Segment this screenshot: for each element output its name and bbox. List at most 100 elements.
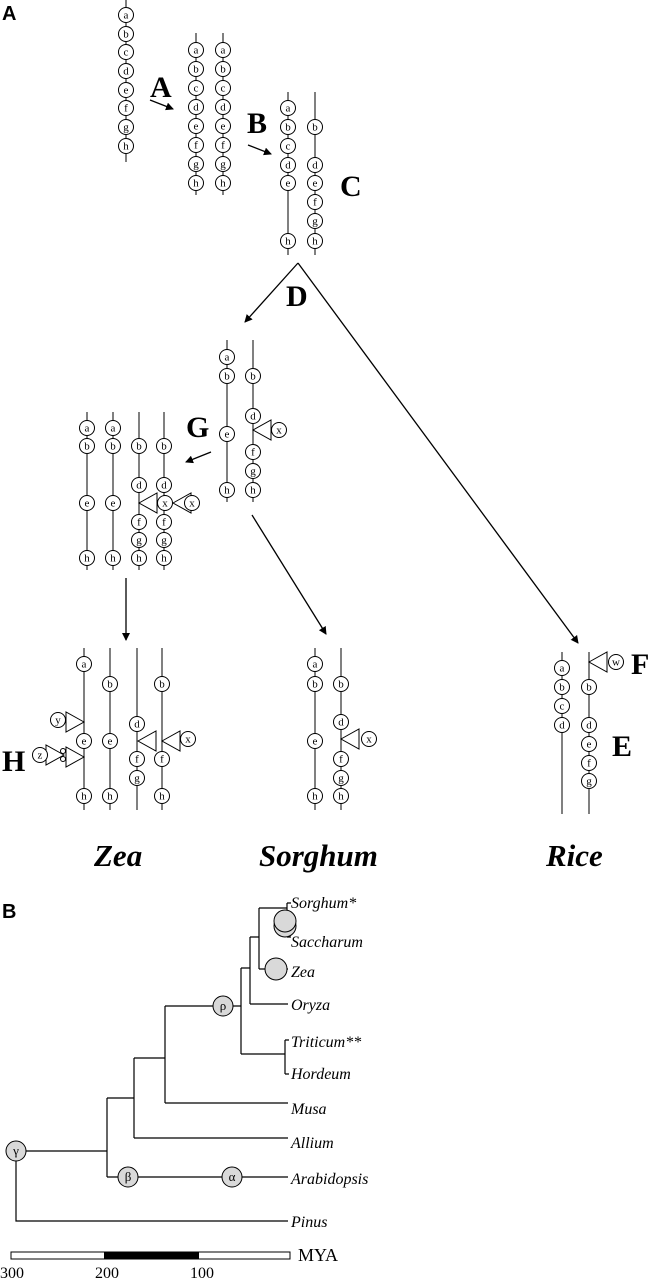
rho-node	[212, 995, 234, 1017]
gene-circle	[307, 194, 323, 210]
gene-label: g	[136, 535, 142, 547]
gene-label: b	[107, 679, 113, 691]
step-label-a: A	[150, 71, 172, 104]
gene-circle	[215, 99, 231, 115]
gene-circle	[156, 514, 172, 530]
gene-circle	[333, 676, 349, 692]
gene-label: a	[560, 663, 565, 675]
gene-circle	[188, 99, 204, 115]
gene-label: a	[313, 659, 318, 671]
gene-label: h	[136, 553, 142, 565]
gene-circle	[188, 42, 204, 58]
gene-label: a	[221, 45, 226, 57]
gene-circle	[50, 712, 66, 728]
gene-label: b	[312, 679, 318, 691]
gene-circle	[180, 731, 196, 747]
chromosome-zea: beh	[102, 648, 118, 810]
gene-circle	[280, 233, 296, 249]
chromosome-zea: dfg	[129, 648, 145, 810]
gene-circle	[219, 426, 235, 442]
gene-label: a	[111, 423, 116, 435]
gene-circle	[105, 438, 121, 454]
step-label-c: C	[340, 170, 362, 203]
gene-circle	[219, 368, 235, 384]
gene-label: a	[124, 10, 129, 22]
gene-label: h	[220, 178, 226, 190]
chromosome-diagrams: abcdefghabcdefghabcdefghabcdehbdefghabeh…	[32, 0, 624, 814]
gene-circle	[118, 100, 134, 116]
gene-circle	[188, 118, 204, 134]
gene-label: e	[587, 739, 592, 751]
gene-label: d	[338, 717, 344, 729]
gene-circle	[307, 656, 323, 672]
gene-label: h	[224, 485, 230, 497]
phylogenetic-tree	[15, 902, 291, 1222]
gene-label: g	[193, 159, 199, 171]
gene-circle	[280, 119, 296, 135]
gene-label: b	[161, 441, 167, 453]
gene-circle	[79, 420, 95, 436]
gene-circle	[131, 477, 147, 493]
gene-label: w	[612, 657, 620, 669]
gene-circle	[581, 755, 597, 771]
gene-circle	[131, 532, 147, 548]
gene-label: h	[250, 485, 256, 497]
gene-label: x	[185, 734, 191, 746]
gene-circle	[79, 550, 95, 566]
gene-circle	[581, 679, 597, 695]
gene-label: b	[338, 679, 344, 691]
gene-circle	[156, 550, 172, 566]
gene-label: d	[123, 66, 129, 78]
gene-circle	[188, 137, 204, 153]
gene-circle	[608, 654, 624, 670]
gene-label: c	[221, 83, 226, 95]
gene-circle	[105, 420, 121, 436]
scale-tick-300: 300	[0, 1265, 24, 1280]
gene-circle	[280, 100, 296, 116]
gene-label: d	[285, 160, 291, 172]
scale-tick-100: 100	[190, 1265, 214, 1280]
gene-circle	[307, 119, 323, 135]
gene-circle	[307, 733, 323, 749]
gene-label: c	[124, 47, 129, 59]
gene-label: d	[220, 102, 226, 114]
gene-label: f	[194, 140, 198, 152]
insertion-triangle	[339, 728, 360, 750]
gene-circle	[102, 676, 118, 692]
step-label-e: E	[612, 730, 632, 763]
beta-node-label: β	[125, 1169, 132, 1184]
gene-circle	[245, 482, 261, 498]
gene-label: f	[160, 754, 164, 766]
gene-circle	[219, 482, 235, 498]
gene-label: e	[194, 121, 199, 133]
gene-circle	[154, 676, 170, 692]
arrow-d	[244, 262, 299, 323]
taxon-label: Allium	[290, 1135, 334, 1152]
gene-circle	[333, 714, 349, 730]
gene-circle	[307, 157, 323, 173]
gene-circle	[76, 656, 92, 672]
gene-circle	[554, 679, 570, 695]
gene-label: x	[276, 425, 282, 437]
gene-label: e	[124, 85, 129, 97]
gene-label: e	[313, 178, 318, 190]
gene-label: b	[586, 682, 592, 694]
gene-circle	[307, 676, 323, 692]
gene-circle	[245, 463, 261, 479]
gene-label: a	[82, 659, 87, 671]
gene-circle	[105, 550, 121, 566]
gene-circle	[188, 175, 204, 191]
insertion-triangle	[65, 746, 86, 768]
gene-circle	[333, 751, 349, 767]
gene-label: h	[193, 178, 199, 190]
junction-dot	[60, 756, 66, 762]
sorghum-saccharum-duplication-node	[273, 909, 297, 933]
gene-label: f	[587, 758, 591, 770]
gene-label: e	[225, 429, 230, 441]
gene-label: f	[221, 140, 225, 152]
gene-circle	[188, 156, 204, 172]
gene-circle	[131, 514, 147, 530]
